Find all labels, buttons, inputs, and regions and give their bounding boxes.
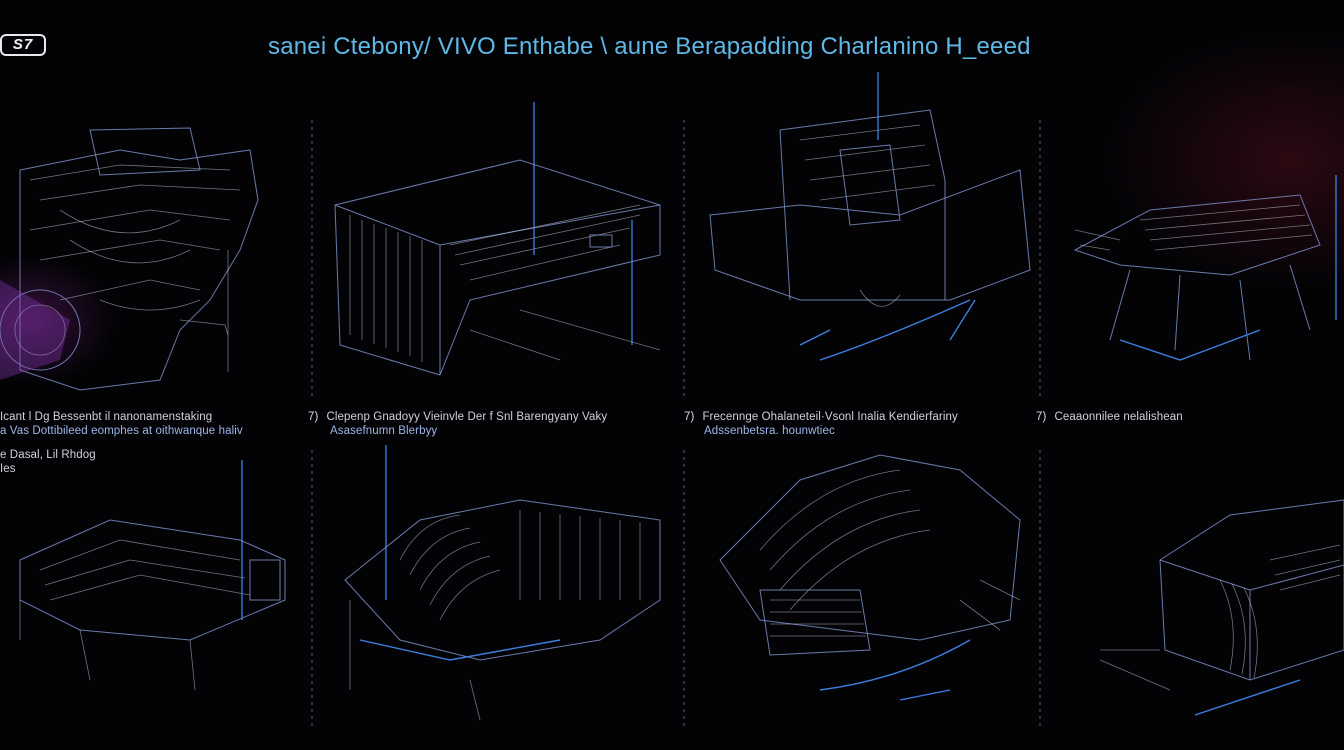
wireframe-tray-assembly xyxy=(1073,175,1337,361)
caption-3-line-1: Frecennge Ohalaneteil·Vsonl Inalia Kendi… xyxy=(702,411,958,423)
caption-2-number: 7) xyxy=(308,411,319,423)
caption-2-line-1: Clepenp Gnadoyy Vieinvle Der f Snl Baren… xyxy=(326,411,608,423)
caption-4-number: 7) xyxy=(1036,411,1047,423)
caption-1-line-1: Icant l Dg Bessenbt il nanonamenstaking xyxy=(0,411,213,423)
caption-1-line-4: Ies xyxy=(0,463,16,475)
caption-2-line-2: Asasefnumn Blerbyy xyxy=(330,425,438,437)
caption-1-line-2: a Vas Dottibileed eomphes at oithwanque … xyxy=(0,425,243,437)
caption-panel-2: 7) Clepenp Gnadoyy Vieinvle Der f Snl Bar… xyxy=(308,410,607,438)
wireframe-coil-module xyxy=(344,445,661,721)
caption-3-number: 7) xyxy=(684,411,695,423)
page-title: sanei Ctebony/ VIVO Enthabe \ aune Berap… xyxy=(268,33,1031,60)
caption-panel-3: 7) Frecennge Ohalaneteil·Vsonl Inalia Ken… xyxy=(684,410,958,438)
wireframe-engine-1 xyxy=(0,127,259,391)
wireframe-frame-unit xyxy=(19,460,286,691)
wireframe-housing xyxy=(1099,499,1344,716)
caption-3-line-2: Adssenbetsra. hounwtiec xyxy=(704,425,835,437)
brand-logo: S7 xyxy=(0,34,46,56)
caption-4-line-1: Ceaaonnilee nelalishean xyxy=(1054,411,1183,423)
caption-panel-4: 7) Ceaaonnilee nelalishean xyxy=(1036,410,1183,424)
wireframe-intake-assembly xyxy=(719,454,1021,701)
caption-1-line-3: e Dasal, Lil Rhdog xyxy=(0,449,96,461)
wireframe-open-chassis xyxy=(709,72,1031,361)
wireframe-box-unit xyxy=(334,102,661,376)
caption-panel-1: Icant l Dg Bessenbt il nanonamenstaking … xyxy=(0,410,243,476)
